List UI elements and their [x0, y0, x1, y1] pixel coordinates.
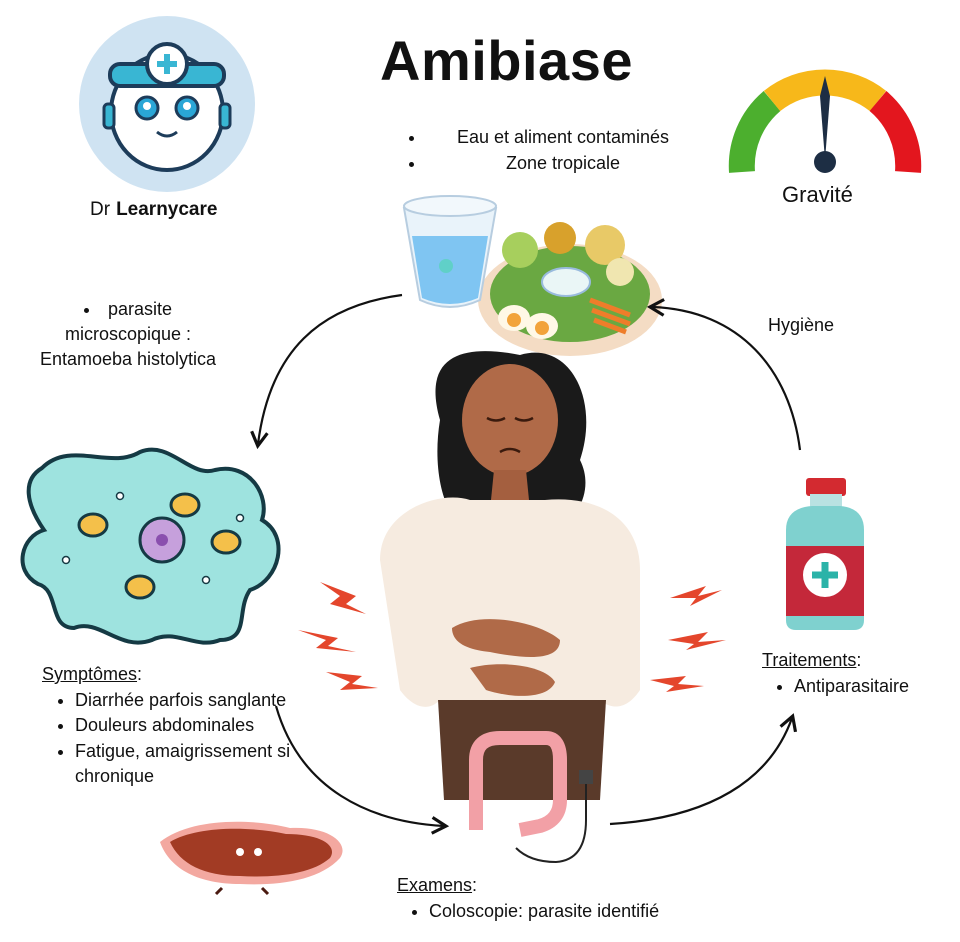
amoeba-parasite-illustration	[20, 447, 281, 645]
gauge-label: Gravité	[782, 182, 853, 207]
symptoms-section: Symptômes: Diarrhée parfois sanglante Do…	[42, 662, 312, 790]
treatment-section: Traitements: Antiparasitaire	[762, 647, 909, 699]
brand-name: Learnycare	[116, 199, 218, 220]
treatment-item: Antiparasitaire	[794, 673, 909, 699]
medicine-bottle	[786, 478, 864, 630]
colon-illustration	[469, 731, 593, 864]
symptoms-heading: Symptômes	[42, 664, 138, 684]
exams-heading: Examens	[397, 875, 473, 895]
robot-doctor-avatar	[79, 16, 255, 192]
liver-illustration	[160, 821, 343, 896]
risk-factor-item: Eau et aliment contaminés	[426, 124, 700, 150]
exams-section: Examens: Coloscopie: parasite identifié	[397, 872, 659, 924]
risk-factor-item: Zone tropicale	[426, 150, 700, 176]
symptom-item: Fatigue, amaigrissement si chronique	[75, 739, 312, 790]
risk-factors: Eau et aliment contaminés Zone tropicale	[400, 124, 700, 176]
parasite-text: parasite microscopique : Entamoeba histo…	[28, 297, 228, 372]
severity-gauge	[728, 69, 922, 173]
symptoms-colon: :	[137, 664, 143, 684]
arrow-treatment-to-food	[646, 298, 802, 451]
treatment-colon: :	[856, 650, 862, 670]
parasite-note: parasite microscopique : Entamoeba histo…	[28, 297, 228, 372]
brand-prefix: Dr	[90, 199, 111, 220]
contaminated-water-food	[402, 195, 662, 356]
symptom-item: Douleurs abdominales	[75, 713, 312, 739]
arrow-food-to-amoeba	[250, 293, 403, 450]
treatment-heading: Traitements	[762, 650, 857, 670]
arrow-exam-to-treatment	[609, 713, 798, 826]
page-title: Amibiase	[380, 29, 633, 92]
symptom-item: Diarrhée parfois sanglante	[75, 688, 312, 714]
cycle-arrows	[250, 293, 802, 835]
hygiene-label: Hygiène	[768, 315, 835, 335]
exams-colon: :	[472, 875, 478, 895]
pain-flash-icons	[298, 582, 726, 692]
exam-item: Coloscopie: parasite identifié	[429, 898, 659, 924]
arrow-symptoms-to-exam	[274, 705, 450, 835]
